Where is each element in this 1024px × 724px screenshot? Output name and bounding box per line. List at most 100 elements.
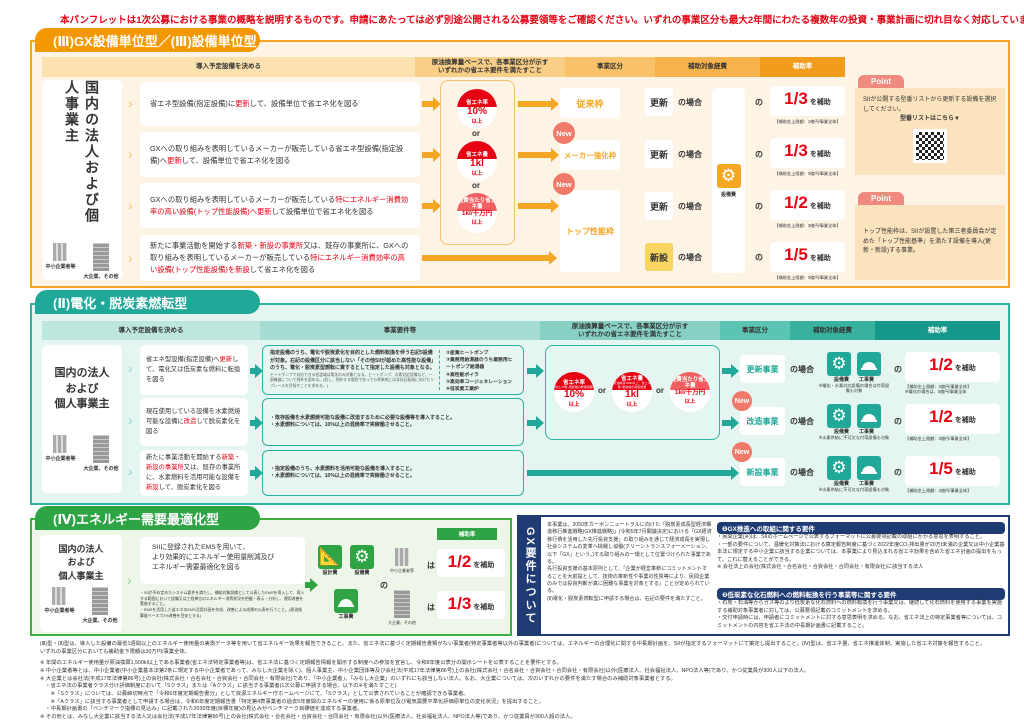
- chevron-right-icon: ›: [128, 463, 133, 479]
- highlight-text: 更新: [167, 155, 182, 165]
- requirement-item: ・既存設備を水素燃焼可能な設備に改造するために必要な設備等を導入すること。: [270, 414, 456, 421]
- equipment-option-row: 省エネ型設備(指定設備)に更新して、設備単位で省エネ化を図る: [140, 82, 420, 126]
- header-energy-saving-requirement: 原油換算量ベースで、各事業区分が示す いずれかの省エネ要件を満たすこと: [540, 321, 720, 340]
- expense-group: ⚙ 設備費工事費 ※電化・水素対応設備の場合は付帯設備も対象: [818, 352, 890, 394]
- highlight-text: 更新: [219, 355, 233, 363]
- footer-notes: (Ⅲ)型・(Ⅱ)型は、導入した設備の最低1週間以上のエネルギー使用量の実測データ…: [40, 641, 1010, 722]
- text-segment: GXへの取り組みを表明しているメーカーが販売している省エネ型設備(指定設備)へ: [150, 143, 404, 165]
- equipment-cost-label: 設備費: [833, 429, 849, 435]
- point-label: Point: [858, 75, 904, 88]
- rate-value: 1/2: [929, 355, 953, 374]
- subsidy-cap: 【補助金上限額：3億円/事業全体】: [774, 275, 841, 280]
- new-badge: New: [553, 122, 575, 144]
- description-text: 省エネ型設備(指定設備)に更新して、設備単位で省エネ化を図る: [150, 98, 359, 110]
- text-segment: 又は、既存の事業所に、水素燃料を活用可能な設備を: [146, 463, 241, 481]
- footer-note: ・中長期計画書の「ベンチマーク指標の見込み」に記載された2030年度(目標年度)…: [40, 706, 363, 713]
- is-label: は: [427, 603, 435, 612]
- header-subsidy-rate: 補助率: [875, 321, 1000, 340]
- chevron-right-icon: ›: [128, 146, 133, 162]
- large-label: 大企業、その他: [83, 274, 119, 280]
- arrow-right-icon: [722, 364, 739, 378]
- ems-notes: ・SIIが予め定めたシステム要件を満たし、補助対象設備として公表したEMSを導入…: [140, 590, 305, 618]
- rate-suffix: を補助: [809, 255, 831, 262]
- description-text: 省エネ型設備(指定設備)へ更新して、電化又は低炭素な燃料に転換を図る: [146, 355, 242, 385]
- gx-requirements-box: GX要件について 本事業は、2050年カーボンニュートラルに向けた「脱炭素成長型…: [517, 515, 1010, 636]
- ruler-icon: 📐: [318, 545, 342, 569]
- arrow-right-icon: [305, 578, 318, 592]
- text-segment: して、脱炭素化を図る: [158, 484, 222, 492]
- highlight-text: 更新: [235, 99, 250, 109]
- footer-note: ・省エネ法の事業者クラス分け評価制度において「Sクラス」または「Aクラス」に該当…: [40, 683, 397, 690]
- arrow-right-icon: [422, 97, 441, 111]
- criteria-value: 1kl: [470, 158, 484, 169]
- large-building-icon: [93, 243, 109, 271]
- model-list-link[interactable]: 型番リストはこちら▼: [900, 116, 960, 123]
- of-label: の: [755, 150, 763, 159]
- requirement-box-renewal: 指定設備のうち、電化や脱炭素化を目的とした燃料転換を伴う右記5設備が対象。右記の…: [262, 345, 524, 395]
- case-suffix: の場合: [678, 202, 702, 211]
- requirement-item: ・指定設備のうち、水素燃料を活用可能な設備を導入すること。: [270, 465, 416, 472]
- sme-label: 中小企業者等: [45, 456, 76, 463]
- criteria-note: 省エネ量÷更新前の総使用量: [555, 384, 593, 389]
- criteria-value: 10%: [563, 389, 584, 400]
- gear-icon: ⚙: [827, 404, 851, 428]
- sme-label: 中小企業者等: [44, 607, 75, 614]
- small-building-icon: [52, 586, 67, 605]
- rate-suffix: を補助: [473, 562, 495, 569]
- equipment-type: ③業務用給湯器のうち業務用ヒートポンプ給湯器: [446, 358, 513, 371]
- chevron-right-icon: ›: [128, 250, 133, 266]
- criteria-note: 原油換算100kl以上：省エネ量÷更新前の総使用量: [613, 381, 651, 389]
- text-segment: して省エネ化を図る: [249, 264, 316, 274]
- equipment-option-row: GXへの取り組みを表明しているメーカーが販売している特にエネルギー消費効率の高い…: [140, 183, 420, 228]
- criteria-sub: 以上: [471, 171, 483, 177]
- ems-note: ・EMSを活用した省エネのEMS活用計画を作成、改善による成果の公表を行うこと。…: [140, 606, 302, 618]
- expense-group: ⚙ 設備費工事費 ※水素供給に不可欠な付帯設備も対象: [818, 404, 890, 440]
- section-electrification-tab: (Ⅱ)電化・脱炭素燃転型: [35, 290, 260, 314]
- equipment-option-row: 省エネ型設備(指定設備)へ更新して、電化又は低炭素な燃料に転換を図る: [140, 345, 248, 395]
- footer-note: ※「Sクラス」については、公募締切時点で「令和6年度定期報告書分」として資源エネ…: [40, 691, 469, 698]
- helmet-icon: [857, 352, 881, 376]
- equipment-option-row: GXへの取り組みを表明しているメーカーが販売している省エネ型設備(指定設備)へ更…: [140, 132, 420, 177]
- arrow-right-icon: [422, 199, 441, 213]
- large-label: 大企業、その他: [388, 620, 416, 625]
- description-text: 新たに事業活動を開始する新築・新設の事業所又は、既存の事業所に、GXへの取り組み…: [150, 240, 410, 275]
- text-segment: して、設備単位で省エネ化を図る: [249, 99, 359, 109]
- helmet-icon: [857, 456, 881, 480]
- qr-code[interactable]: [913, 128, 947, 163]
- equipment-option-row: 新たに事業活動を開始する新築・新設の事業所又は、既存の事業所に、水素燃料を活用可…: [140, 450, 248, 496]
- small-building-icon: [53, 435, 68, 454]
- arrow-right-icon: [722, 416, 739, 430]
- requirement-note: ヒートポンプで対応できる低温域は電化のみ対象となる。ヒートポンプ、水素対応設備な…: [270, 372, 434, 388]
- sme-group: 中小企業者等: [390, 548, 414, 574]
- header-energy-saving-requirement: 原油換算量ベースで、各事業区分が示す いずれかの省エネ要件を満たすこと: [415, 57, 565, 77]
- criteria-value: 1kl/千万円: [674, 389, 706, 396]
- construction-cost-label: 工事費: [859, 429, 875, 435]
- requirement-item: ※ 会社法上の会社(株式会社・合名会社・合資会社・合同会社・有限会社)に該当する…: [717, 564, 924, 571]
- subsidy-cap: 【補助金上限額：3億円/事業全体】: [774, 171, 841, 176]
- chevron-right-icon: ›: [127, 572, 132, 588]
- large-label: 大企業、その他: [83, 466, 119, 473]
- requirement-box-new: ・指定設備のうち、水素燃料を活用可能な設備を導入すること。 ・水素燃料については…: [262, 450, 524, 496]
- subsidy-cap: 【補助金上限額：3億円/事業全体】※電化の場合は、5億円/事業全体: [905, 384, 1000, 395]
- expense-group: ⚙ 設備費工事費 ※水素供給に不可欠な付帯設備も対象: [818, 456, 890, 492]
- subsidy-cap: 【補助金上限額：3億円/事業全体】: [774, 223, 841, 228]
- description-text: GXへの取り組みを表明しているメーカーが販売している特にエネルギー消費効率の高い…: [150, 194, 410, 217]
- or-label: or: [656, 386, 664, 395]
- header-business-requirements: 事業要件等: [260, 321, 540, 340]
- construction-cost-label: 工事費: [859, 377, 875, 383]
- case-suffix: の場合: [790, 365, 814, 374]
- subsidy-cap: 【補助金上限額：3億円/事業全体】: [905, 488, 972, 493]
- of-label: の: [894, 365, 902, 374]
- or-label: or: [472, 129, 480, 138]
- gear-icon: ⚙: [716, 163, 741, 188]
